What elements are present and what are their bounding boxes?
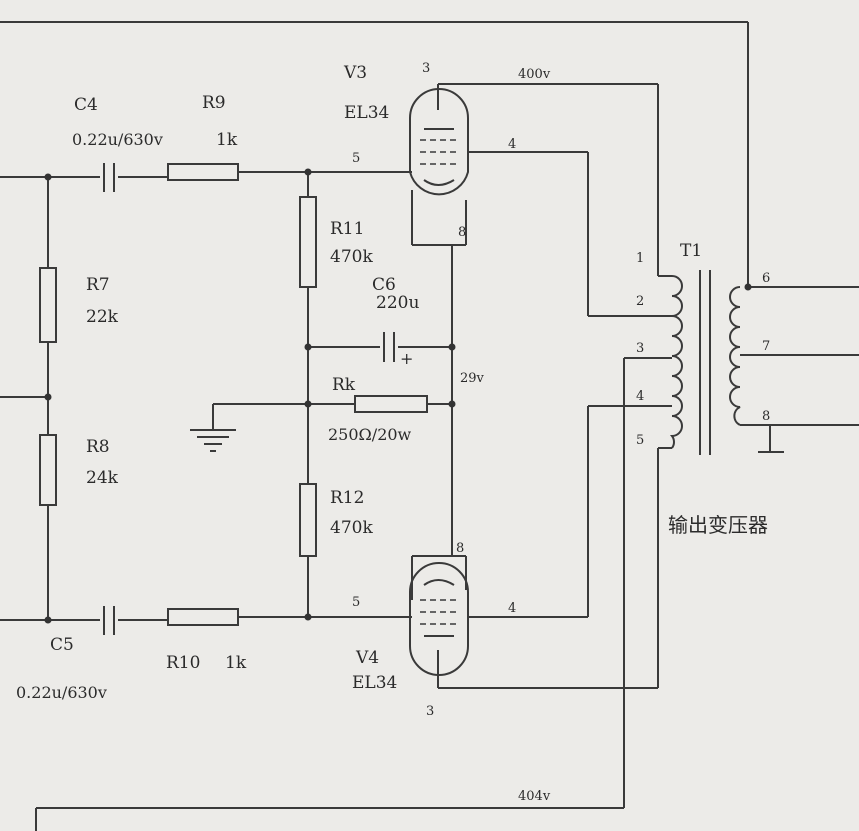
r9-value-label: 1k xyxy=(216,130,238,150)
capacitor-c5 xyxy=(103,606,115,635)
v3-ref-label: V3 xyxy=(343,63,367,83)
t1-pin-7-label: 7 xyxy=(762,339,770,354)
t1-pin-2-label: 2 xyxy=(636,294,644,309)
voltage-cathode-label: 29v xyxy=(460,371,485,386)
v3-pin-screen-label: 4 xyxy=(508,137,516,152)
resistor-r8 xyxy=(39,434,57,506)
r11-ref-label: R11 xyxy=(330,219,364,239)
t1-pin-6-label: 6 xyxy=(762,271,770,286)
rk-value-label: 250Ω/20w xyxy=(328,425,412,444)
r12-ref-label: R12 xyxy=(330,488,364,508)
junction-dots xyxy=(44,168,752,624)
r8-value-label: 24k xyxy=(86,468,119,488)
v4-pin-screen-label: 4 xyxy=(508,601,516,616)
t1-pin-5-label: 5 xyxy=(636,433,644,448)
rk-ref-label: Rk xyxy=(332,375,356,395)
t1-pin-8-label: 8 xyxy=(762,409,770,424)
capacitor-c6: + xyxy=(383,332,413,368)
t1-pin-4-label: 4 xyxy=(636,389,644,404)
r11-value-label: 470k xyxy=(330,247,373,267)
v4-ref-label: V4 xyxy=(355,648,379,668)
r7-ref-label: R7 xyxy=(86,275,110,295)
wires xyxy=(0,21,859,831)
c4-value-label: 0.22u/630v xyxy=(72,130,163,149)
v3-pin-top-label: 3 xyxy=(422,61,430,76)
voltage-top-label: 400v xyxy=(518,67,551,82)
r10-value-label: 1k xyxy=(225,653,247,673)
resistor-r9 xyxy=(167,163,239,181)
t1-pin-1-label: 1 xyxy=(636,251,644,266)
capacitor-c4 xyxy=(103,163,115,192)
c6-ref-label: C6 xyxy=(372,275,396,295)
v3-pin-grid-label: 5 xyxy=(352,151,360,166)
voltage-bottom-label: 404v xyxy=(518,789,551,804)
tube-v3 xyxy=(409,88,469,196)
t1-ref-label: T1 xyxy=(680,241,702,261)
r7-value-label: 22k xyxy=(86,307,119,327)
resistor-r10 xyxy=(167,608,239,626)
resistor-r11 xyxy=(299,196,317,288)
c5-ref-label: C5 xyxy=(50,635,74,655)
transformer-caption: 输出变压器 xyxy=(668,513,768,537)
t1-pin-3-label: 3 xyxy=(636,341,644,356)
r8-ref-label: R8 xyxy=(86,437,110,457)
v3-pin-cathode-label: 8 xyxy=(458,225,466,240)
transformer-t1 xyxy=(670,270,741,455)
c4-ref-label: C4 xyxy=(74,95,98,115)
r10-ref-label: R10 xyxy=(166,653,200,673)
v4-type-label: EL34 xyxy=(352,673,397,693)
resistor-rk xyxy=(354,395,428,413)
v4-pin-grid-label: 5 xyxy=(352,595,360,610)
c6-value-label: 220u xyxy=(376,293,419,313)
v4-pin-bottom-label: 3 xyxy=(426,704,434,719)
v3-type-label: EL34 xyxy=(344,103,389,123)
v4-pin-cathode-label: 8 xyxy=(456,541,464,556)
resistor-r7 xyxy=(39,267,57,343)
r9-ref-label: R9 xyxy=(202,93,226,113)
c6-polarity-mark: + xyxy=(400,349,413,368)
r12-value-label: 470k xyxy=(330,518,373,538)
resistor-r12 xyxy=(299,483,317,557)
c5-value-label: 0.22u/630v xyxy=(16,683,107,702)
tube-v4 xyxy=(409,562,469,676)
ground-icon xyxy=(190,429,236,452)
